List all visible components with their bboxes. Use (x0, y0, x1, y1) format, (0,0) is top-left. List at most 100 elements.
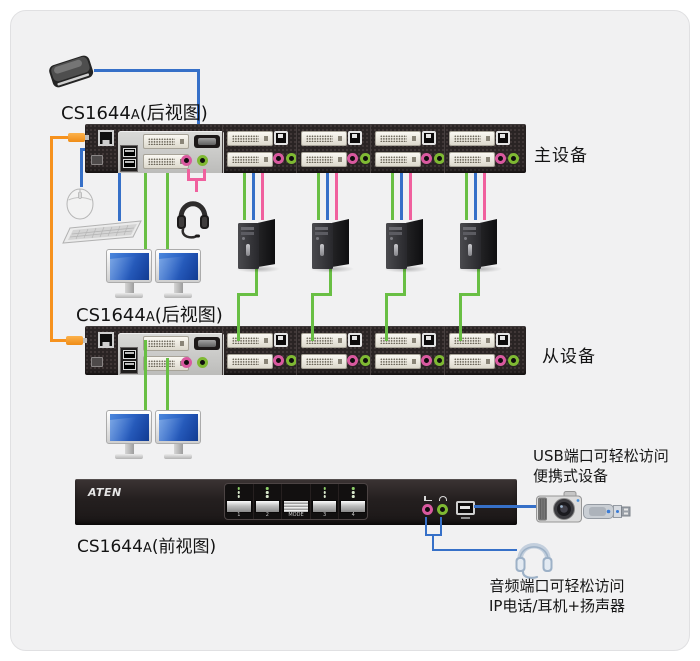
speaker-jack (360, 355, 371, 366)
usb-b-port (348, 333, 362, 347)
slave-link-2a (329, 265, 332, 296)
cable-scanner-horizontal (94, 69, 200, 72)
mic-icon (424, 496, 432, 501)
cable-headset (195, 178, 198, 192)
mode-button: MODE (281, 484, 310, 519)
slave-link-1c (237, 293, 240, 341)
line-audio-to-headset (432, 549, 517, 551)
cable-headset-fork-right (203, 169, 206, 180)
mouse-icon (65, 184, 95, 220)
label-master-device: 主设备 (534, 146, 588, 166)
button-label: 4 (351, 512, 355, 518)
speaker-jack (434, 153, 445, 164)
camera-icon (536, 491, 582, 523)
kvm-port-group-3 (370, 326, 445, 375)
kvm-cable-green-4 (465, 173, 468, 220)
port-button-3: 3 (309, 484, 339, 519)
dvi-port (227, 152, 273, 167)
cable-keyboard (118, 172, 121, 221)
kvm-port-group-3 (370, 124, 445, 173)
label-front-view: CS1644A(前视图) (77, 532, 216, 557)
dvi-port (227, 333, 273, 348)
usb-b-port (348, 131, 362, 145)
annotation-audio: 音频端口可轻松访问 IP电话/耳机+扬声器 (462, 576, 652, 616)
dvi-port (375, 152, 421, 167)
kvm-cable-green-1 (243, 173, 246, 220)
dvi-port (449, 354, 495, 369)
kvm-cable-blue-2 (326, 173, 329, 220)
console-speaker-jack (197, 357, 208, 368)
speaker-jack (286, 355, 297, 366)
console-usb-ports (120, 347, 138, 374)
dvi-port (449, 333, 495, 348)
mic-jack (495, 355, 506, 366)
scanner-icon (46, 50, 96, 92)
cable-headset-fork-left (187, 169, 190, 180)
annotation-usb: USB端口可轻松访问 便携式设备 (533, 446, 669, 486)
annotation-audio-line1: 音频端口可轻松访问 (489, 577, 625, 595)
speaker-jack (508, 153, 519, 164)
label-rear-view-master: CS1644A(后视图) (61, 99, 208, 125)
kvm-cable-pink-1 (261, 173, 264, 220)
cable-monitor2-slave (166, 358, 169, 412)
speaker-jack (434, 355, 445, 366)
rj45-port (98, 332, 114, 348)
annotation-audio-line2: IP电话/耳机+扬声器 (488, 597, 626, 615)
slave-link-1a (255, 265, 258, 296)
model-number: CS1644 (77, 537, 143, 557)
model-suffix: A (145, 310, 155, 325)
remote-port (194, 135, 220, 148)
dvi-port (301, 354, 347, 369)
daisychain-plug-bottom-icon (66, 336, 87, 345)
label-rear-view-slave: CS1644A(后视图) (76, 301, 223, 327)
mic-jack (421, 355, 432, 366)
dvi-port (301, 152, 347, 167)
annotation-usb-line2: 便携式设备 (533, 467, 609, 485)
kvm-cable-blue-4 (474, 173, 477, 220)
dvi-port (375, 131, 421, 146)
mic-jack (347, 153, 358, 164)
label-slave-device: 从设备 (542, 347, 596, 367)
monitor-icon (106, 410, 152, 462)
slave-link-4c (459, 293, 462, 341)
usb-drive-icon (583, 502, 631, 521)
mic-jack (273, 153, 284, 164)
cable-mouse (80, 148, 83, 187)
console-mic-jack (181, 357, 192, 368)
pushbutton (283, 500, 309, 513)
cable-daisychain-vertical (50, 136, 53, 341)
kvm-switch-front: ATEN 1 2 MODE 3 (75, 479, 517, 525)
view-name: (后视图) (154, 305, 223, 326)
line-audio-right (440, 517, 442, 536)
cable-daisychain-bottom (50, 339, 67, 342)
port-button-2: 2 (252, 484, 282, 519)
cable-monitor1-slave (144, 340, 147, 412)
usb-b-port (274, 333, 288, 347)
line-audio-left (425, 517, 427, 536)
kvm-cable-green-2 (317, 173, 320, 220)
monitor-icon (106, 249, 152, 301)
remote-port (194, 337, 220, 350)
kvm-port-group-1 (222, 124, 297, 173)
usb-b-port (496, 333, 510, 347)
kvm-port-group-1 (222, 326, 297, 375)
model-number: CS1644 (61, 103, 131, 124)
line-audio-down (432, 534, 434, 551)
port-button-4: 4 (338, 484, 367, 519)
model-suffix: A (142, 541, 152, 556)
power-port (91, 357, 103, 367)
kvm-cable-green-3 (391, 173, 394, 220)
pushbutton (254, 500, 281, 513)
kvm-switch-rear-slave (85, 326, 526, 375)
front-button-panel: 1 2 MODE 3 4 (224, 483, 368, 520)
kvm-port-group-2 (296, 326, 371, 375)
button-label: 3 (322, 512, 327, 518)
slave-link-2b (311, 293, 332, 296)
view-name: (后视图) (139, 103, 208, 124)
pushbutton (311, 500, 338, 513)
kvm-cable-pink-4 (483, 173, 486, 220)
front-mic-jack (422, 504, 433, 515)
usb-b-port (422, 333, 436, 347)
cable-mouse-horizontal (80, 148, 88, 151)
speaker-jack (360, 153, 371, 164)
